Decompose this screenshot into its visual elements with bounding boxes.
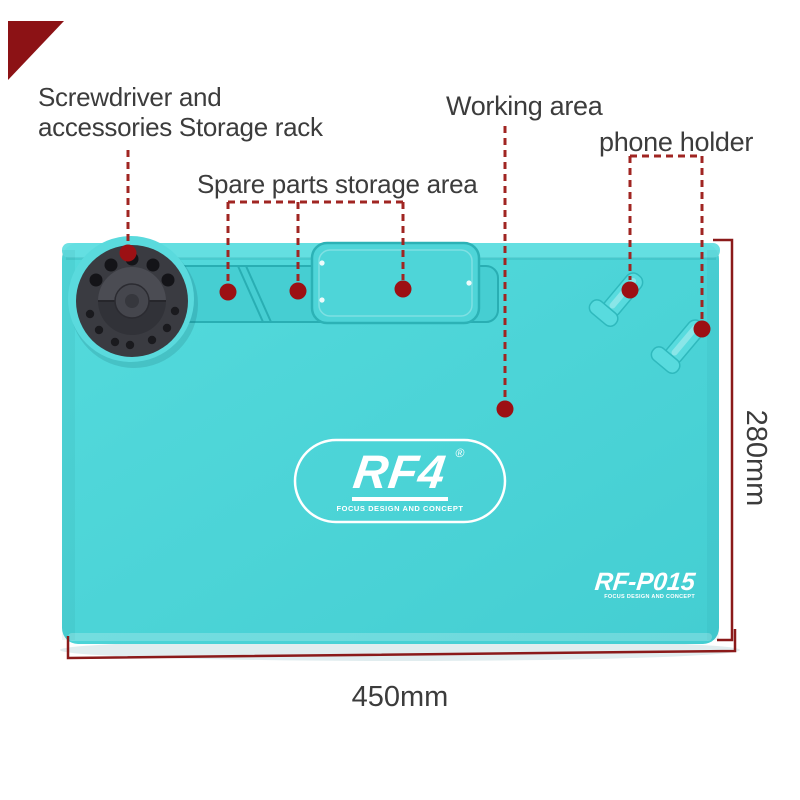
holder-bit-holes-large: [89, 252, 175, 287]
height-dimension-line: [713, 238, 734, 642]
callout-dot-spare-1: [219, 283, 237, 301]
screwdriver-label-line2: accessories Storage rack: [38, 112, 323, 142]
tray-screw-dot: [319, 297, 325, 303]
working-area-label: Working area: [446, 91, 603, 121]
screwdriver-label: Screwdriver and accessories Storage rack: [38, 82, 323, 142]
callout-dots: [119, 244, 711, 418]
brand-wordmark: RF4 ®: [350, 445, 465, 498]
slot-divider: [245, 265, 272, 323]
callout-dot-working: [496, 400, 514, 418]
spare-parts-tray: [310, 241, 481, 325]
model-tagline: FOCUS DESIGN AND CONCEPT: [604, 594, 695, 600]
spare-parts-label: Spare parts storage area: [197, 169, 478, 199]
width-dimension-line: [66, 629, 737, 660]
holder-bit-holes-small: [85, 306, 180, 350]
model-code: RF-P015: [593, 568, 697, 596]
brand-name: RF4: [350, 444, 450, 498]
logo-tagline: FOCUS DESIGN AND CONCEPT: [336, 503, 464, 513]
phone-holder-label: phone holder: [599, 127, 754, 157]
height-dimension-label: 280mm: [740, 409, 772, 507]
registered-trademark-icon: ®: [454, 445, 466, 460]
tray-screw-dot: [319, 260, 325, 266]
callout-lines: [126, 126, 704, 399]
screwdriver-holder: [68, 236, 198, 368]
screwdriver-label-line1: Screwdriver and: [38, 82, 222, 112]
repair-mat: [62, 243, 720, 644]
callout-dot-spare-3: [394, 280, 412, 298]
model-block: RF-P015 FOCUS DESIGN AND CONCEPT: [575, 568, 697, 600]
callout-dot-spare-2: [289, 282, 307, 300]
callout-dot-screwdriver: [119, 244, 137, 262]
logo-divider-bar: [352, 496, 448, 501]
slot-divider: [237, 265, 264, 323]
width-dimension-label: 450mm: [351, 681, 449, 713]
callout-dot-phone-1: [621, 281, 639, 299]
brand-logo: RF4 ® FOCUS DESIGN AND CONCEPT: [295, 440, 505, 522]
tray-screw-dot: [466, 280, 472, 286]
logo-outline: [293, 438, 507, 524]
callout-dot-phone-2: [693, 320, 711, 338]
corner-accent-triangle: [8, 21, 64, 80]
